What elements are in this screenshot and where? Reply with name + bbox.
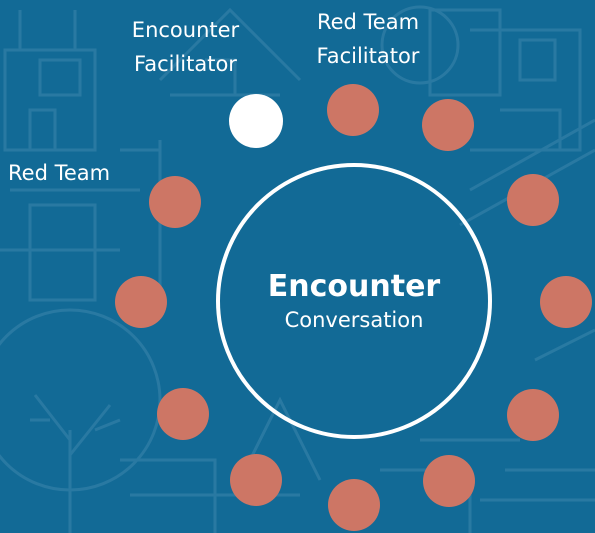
red-team-seat bbox=[157, 388, 209, 440]
center-title: Encounter bbox=[267, 269, 441, 304]
encounter-facilitator-label: Encounter Facilitator bbox=[118, 13, 253, 81]
red-team-facilitator-line-1: Red Team bbox=[316, 10, 420, 34]
red-team-seat bbox=[422, 99, 474, 151]
red-team-seat bbox=[507, 174, 559, 226]
red-team-seat bbox=[149, 176, 201, 228]
encounter-facilitator-line-1: Encounter bbox=[131, 18, 240, 42]
red-team-seat bbox=[115, 276, 167, 328]
red-team-facilitator-label: Red Team Facilitator bbox=[298, 5, 438, 73]
center-subtitle: Conversation bbox=[284, 308, 424, 332]
red-team-seat bbox=[230, 454, 282, 506]
red-team-label: Red Team bbox=[8, 161, 111, 185]
encounter-conversation-circle bbox=[216, 163, 492, 439]
red-team-seat bbox=[540, 276, 592, 328]
red-team-seat bbox=[328, 479, 380, 531]
red-team-facilitator-line-2: Facilitator bbox=[316, 44, 420, 68]
facilitator-seat bbox=[229, 94, 283, 148]
red-team-seat bbox=[423, 455, 475, 507]
encounter-facilitator-line-2: Facilitator bbox=[134, 52, 237, 76]
red-team-seat bbox=[327, 84, 379, 136]
red-team-seat bbox=[507, 389, 559, 441]
